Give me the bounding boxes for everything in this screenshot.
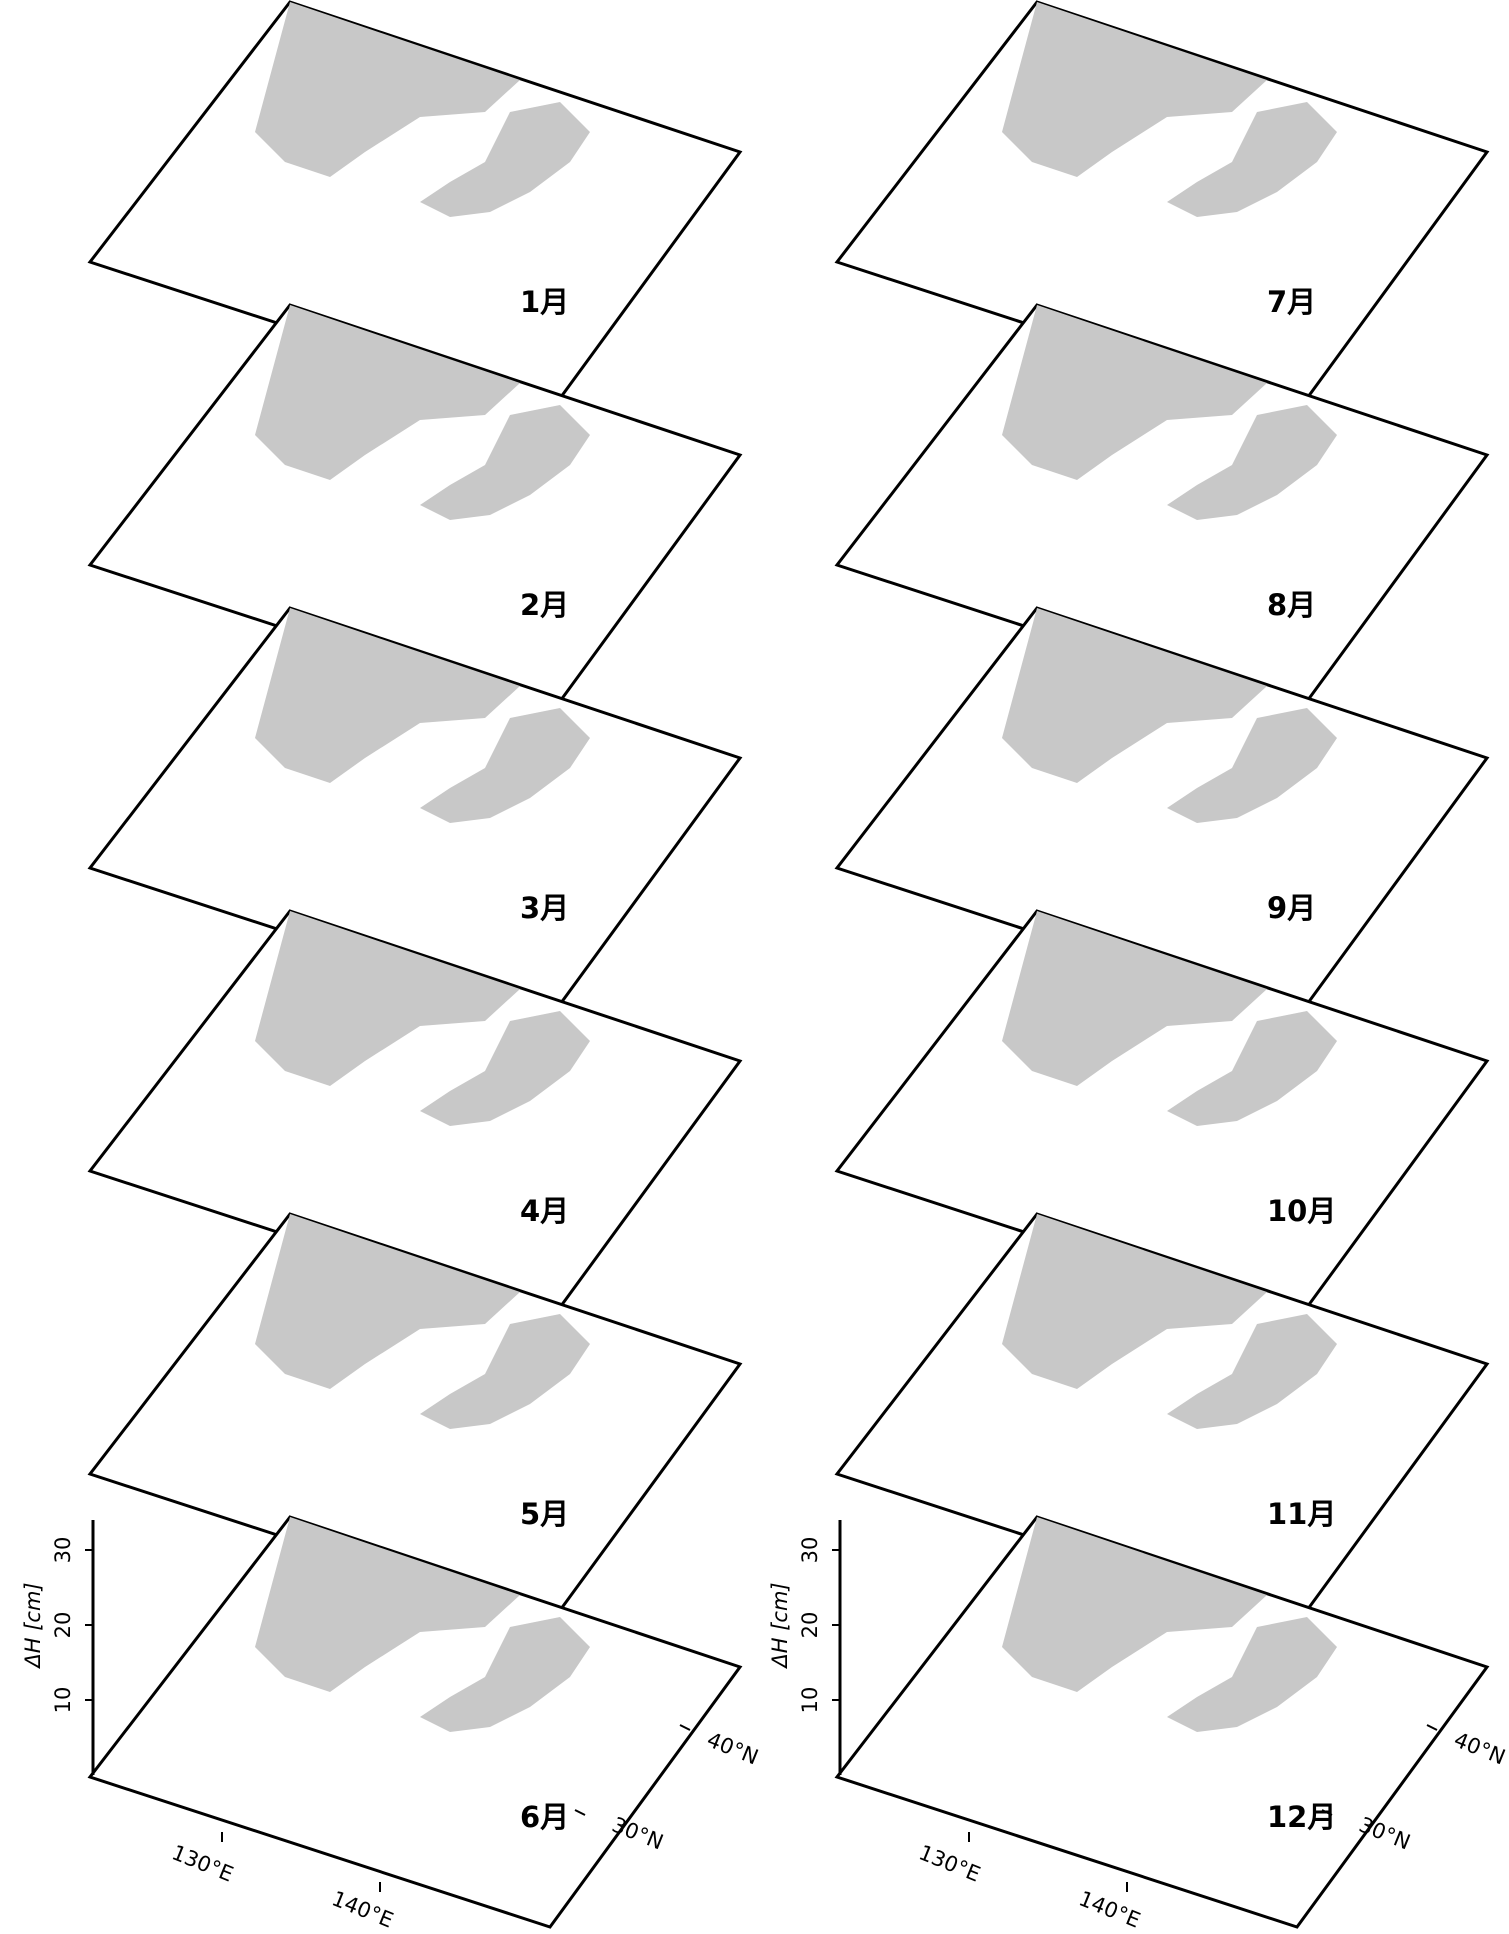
month-label: 10月 [1267, 1194, 1336, 1228]
z-axis-label: ΔH [cm] [768, 1582, 792, 1669]
lon-tick-label-130: 130°E [169, 1840, 237, 1886]
land-continent [1002, 2, 1267, 177]
land-japan [1167, 708, 1337, 823]
land-japan [1167, 1617, 1337, 1732]
z-tick-label-10: 10 [51, 1687, 75, 1714]
panel-9: 9月 [834, 606, 1490, 1020]
map-plane [834, 1515, 1490, 1929]
land-japan [420, 1617, 590, 1732]
lat-tick-label-30: 30°N [609, 1812, 667, 1854]
month-label: 7月 [1267, 285, 1316, 319]
panel-7: 7月 [834, 0, 1490, 414]
month-label: 11月 [1267, 1497, 1336, 1531]
z-tick-label-20: 20 [798, 1612, 822, 1639]
month-label: 6月 [520, 1800, 569, 1834]
lat-tick-label-40: 40°N [1451, 1727, 1509, 1769]
month-label: 5月 [520, 1497, 569, 1531]
land-japan [1167, 1011, 1337, 1126]
land-japan [420, 405, 590, 520]
land-continent [255, 911, 520, 1086]
lat-tick-label-40: 40°N [704, 1727, 762, 1769]
land-japan [1167, 1314, 1337, 1429]
land-continent [255, 2, 520, 177]
month-label: 3月 [520, 891, 569, 925]
lon-tick-label-140: 140°E [329, 1886, 397, 1932]
land-japan [420, 708, 590, 823]
land-japan [420, 1314, 590, 1429]
lat-tick-40 [679, 1724, 691, 1731]
lat-tick-label-30: 30°N [1356, 1812, 1414, 1854]
lat-tick-40 [1426, 1724, 1438, 1731]
month-label: 9月 [1267, 891, 1316, 925]
panels-layer: 1月 2月 3月 4月 5月 6月 7月 8月 9月 10月 11月 12月 [87, 0, 1490, 1929]
lat-tick-30 [1321, 1809, 1333, 1816]
z-tick-label-10: 10 [798, 1687, 822, 1714]
z-tick-label-30: 30 [798, 1537, 822, 1564]
land-japan [1167, 405, 1337, 520]
land-japan [1167, 102, 1337, 217]
land-continent [1002, 1517, 1267, 1692]
month-label: 1月 [520, 285, 569, 319]
land-japan [420, 102, 590, 217]
lon-tick-label-140: 140°E [1076, 1886, 1144, 1932]
month-label: 4月 [520, 1194, 569, 1228]
land-continent [1002, 1214, 1267, 1389]
month-label: 2月 [520, 588, 569, 622]
land-continent [255, 305, 520, 480]
land-continent [255, 1517, 520, 1692]
z-tick-label-30: 30 [51, 1537, 75, 1564]
panel-12: 12月 [834, 1515, 1490, 1929]
map-plane [87, 1515, 743, 1929]
z-axis-label: ΔH [cm] [21, 1582, 45, 1669]
land-continent [1002, 305, 1267, 480]
z-tick-label-20: 20 [51, 1612, 75, 1639]
panel-4: 4月 [87, 909, 743, 1323]
lon-tick-label-130: 130°E [916, 1840, 984, 1886]
panel-10: 10月 [834, 909, 1490, 1323]
panel-1: 1月 [87, 0, 743, 414]
panel-2: 2月 [87, 303, 743, 717]
land-continent [1002, 608, 1267, 783]
lat-tick-30 [574, 1809, 586, 1816]
panel-11: 11月 [834, 1212, 1490, 1626]
month-label: 8月 [1267, 588, 1316, 622]
month-label: 12月 [1267, 1800, 1336, 1834]
land-japan [420, 1011, 590, 1126]
panel-8: 8月 [834, 303, 1490, 717]
land-continent [255, 1214, 520, 1389]
land-continent [255, 608, 520, 783]
land-continent [1002, 911, 1267, 1086]
panel-6: 6月 [87, 1515, 743, 1929]
panel-5: 5月 [87, 1212, 743, 1626]
